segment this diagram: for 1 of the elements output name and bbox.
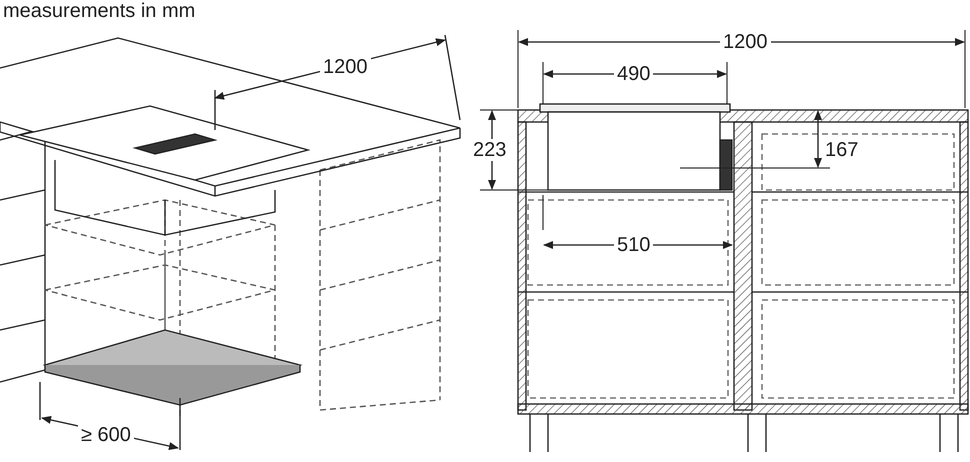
note-text: measurements in mm bbox=[2, 0, 196, 22]
